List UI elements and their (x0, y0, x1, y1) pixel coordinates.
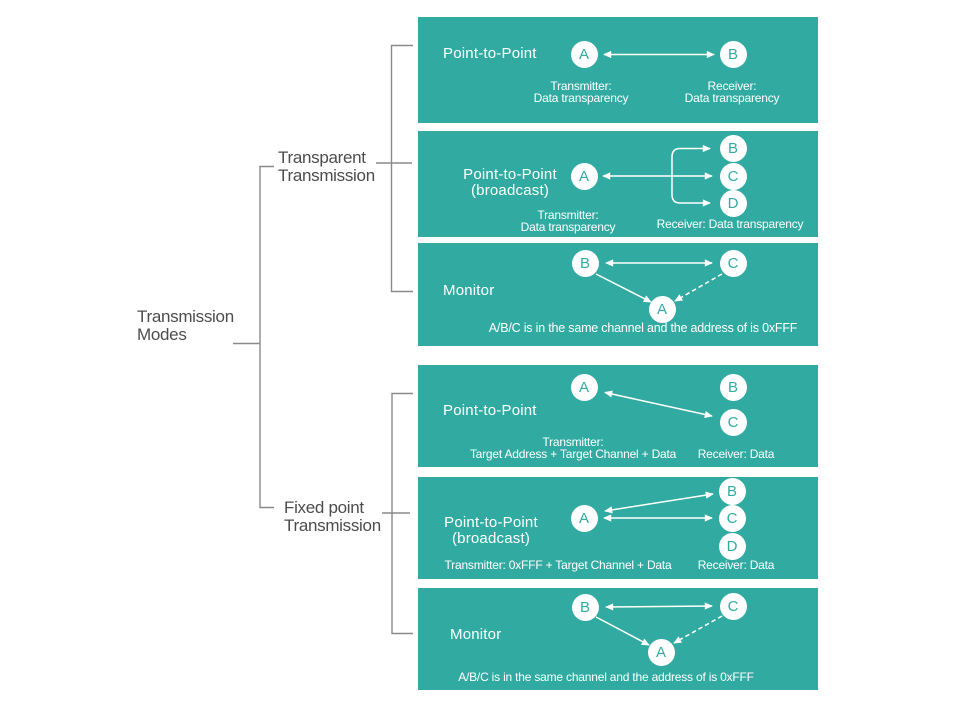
panel-fixed-broadcast: Point-to-Point (broadcast) A B C D Trans… (418, 477, 818, 579)
panel-title-block: Point-to-Point (broadcast) (440, 167, 580, 199)
transmitter-caption-line2: Data transparency (520, 219, 616, 234)
broadcast-arrows (602, 144, 713, 207)
receiver-caption-line2: Data transparency (684, 90, 780, 105)
node-b: B (719, 40, 747, 68)
monitor-arrows (595, 259, 723, 303)
transmitter-caption: Transmitter: Target Address + Target Cha… (453, 435, 693, 461)
panel-transparent-point-to-point: Point-to-Point A B Transmitter: Data tra… (418, 17, 818, 123)
transmitter-caption-line2: Data transparency (533, 90, 629, 105)
panel-subtitle: (broadcast) (451, 530, 531, 547)
node-b: B (719, 134, 747, 162)
transmitter-caption: Transmitter: Data transparency (498, 208, 638, 234)
branch-label-fixed: Fixed point Transmission (284, 498, 381, 535)
panel-title: Monitor (450, 626, 502, 643)
transmitter-caption: Transmitter: Data transparency (511, 79, 651, 105)
node-b: B (571, 249, 599, 277)
panel-transparent-monitor: Monitor B C A A/B/C is in the same chann… (418, 243, 818, 346)
node-a: A (647, 638, 675, 666)
panel-subtitle: (broadcast) (470, 182, 550, 199)
node-a: A (570, 504, 598, 532)
fixed-bracket-line (391, 392, 413, 635)
broadcast-arrows (603, 491, 714, 522)
node-c: C (719, 408, 747, 436)
arrow-a-b (603, 50, 715, 59)
arrow-a-c (604, 390, 713, 418)
receiver-caption: Receiver: Data (697, 447, 775, 461)
panel-title: Monitor (443, 282, 495, 299)
panel-fixed-point-to-point: Point-to-Point A B C Transmitter: Target… (418, 365, 818, 467)
transmitter-caption-line1: Transmitter: (537, 208, 599, 222)
node-a: A (648, 295, 676, 323)
receiver-caption: Receiver: Data transparency (662, 79, 802, 105)
channel-note: A/B/C is in the same channel and the add… (488, 321, 798, 335)
receiver-caption-line1: Receiver: (707, 79, 757, 93)
panel-title: Point-to-Point (443, 45, 537, 62)
transmitter-caption: Transmitter: 0xFFF + Target Channel + Da… (444, 558, 672, 572)
node-d: D (718, 532, 746, 560)
transmitter-caption-line1: Transmitter: (542, 435, 604, 449)
node-c: C (718, 504, 746, 532)
node-a: A (570, 40, 598, 68)
transmitter-caption-line2: Target Address + Target Channel + Data (469, 446, 677, 461)
transparent-bracket-line (390, 44, 413, 293)
receiver-caption: Receiver: Data (697, 558, 775, 572)
node-c: C (719, 592, 747, 620)
node-a: A (570, 162, 598, 190)
trunk-line (259, 165, 274, 509)
panel-title: Point-to-Point (443, 402, 537, 419)
node-b: B (571, 593, 599, 621)
node-b: B (718, 477, 746, 505)
node-b: B (719, 373, 747, 401)
channel-note: A/B/C is in the same channel and the add… (458, 670, 754, 684)
monitor-arrows (595, 602, 723, 646)
node-c: C (719, 249, 747, 277)
node-a: A (570, 373, 598, 401)
branch-label-transparent: Transparent Transmission (278, 148, 375, 185)
node-c: C (719, 162, 747, 190)
root-label: Transmission Modes (137, 307, 234, 344)
panel-title: Point-to-Point (463, 166, 557, 183)
panel-title-block: Point-to-Point (broadcast) (421, 515, 561, 547)
node-d: D (719, 189, 747, 217)
panel-fixed-monitor: Monitor B C A A/B/C is in the same chann… (418, 588, 818, 690)
panel-title: Point-to-Point (444, 514, 538, 531)
transmitter-caption-line1: Transmitter: (550, 79, 612, 93)
receiver-caption: Receiver: Data transparency (656, 217, 804, 231)
panel-transparent-broadcast: Point-to-Point (broadcast) A B C D Trans… (418, 131, 818, 237)
